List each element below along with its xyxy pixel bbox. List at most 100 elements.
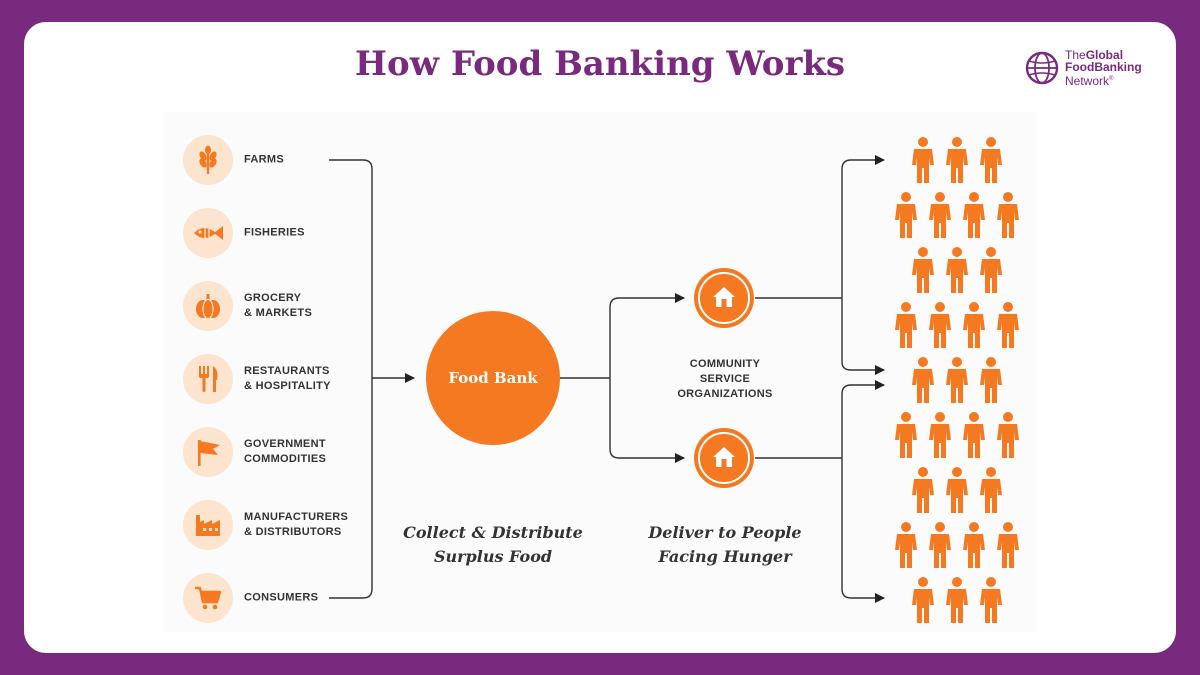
person-icon <box>946 357 968 403</box>
collect-caption-line2: Surplus Food <box>433 547 553 566</box>
community-org-upper <box>694 268 754 328</box>
person-icon <box>929 192 951 238</box>
person-icon <box>963 412 985 458</box>
gfn-logo: TheGlobal FoodBanking Network® <box>1025 49 1175 89</box>
person-icon <box>912 247 934 293</box>
person-icon <box>963 192 985 238</box>
cso-line3: ORGANIZATIONS <box>677 388 773 400</box>
person-icon <box>946 467 968 513</box>
person-icon <box>980 137 1002 183</box>
factory-icon <box>196 515 220 536</box>
person-icon <box>980 467 1002 513</box>
person-icon <box>912 577 934 623</box>
logo-network: Network <box>1065 74 1110 88</box>
person-icon <box>963 522 985 568</box>
house-icon <box>713 287 735 307</box>
community-org-lower <box>694 428 754 488</box>
community-service-label: COMMUNITY SERVICE ORGANIZATIONS <box>655 357 795 402</box>
person-icon <box>895 522 917 568</box>
deliver-caption-line1: Deliver to People <box>648 523 802 542</box>
source-label: FISHERIES <box>244 226 305 241</box>
restaurants-icon-circle <box>183 354 233 404</box>
source-label: GROCERY & MARKETS <box>244 291 312 321</box>
collect-caption-line1: Collect & Distribute <box>403 523 583 542</box>
source-farms: FARMS <box>183 135 373 185</box>
consumers-icon-circle <box>183 573 233 623</box>
farms-connector <box>329 159 373 599</box>
globe-icon <box>1025 51 1059 85</box>
food-bank-out-connector-lower <box>609 378 685 463</box>
logo-registered: ® <box>1109 76 1114 82</box>
person-icon <box>997 192 1019 238</box>
source-label-line2: & DISTRIBUTORS <box>244 526 342 538</box>
fork-knife-icon <box>199 366 218 392</box>
person-icon <box>980 357 1002 403</box>
source-manufacturers: MANUFACTURERS & DISTRIBUTORS <box>183 500 373 550</box>
person-icon <box>912 137 934 183</box>
source-label-line2: & MARKETS <box>244 307 313 319</box>
source-label-line1: FISHERIES <box>244 226 305 239</box>
person-icon <box>946 247 968 293</box>
person-icon <box>929 412 951 458</box>
grocery-icon-circle <box>183 281 233 331</box>
person-icon <box>912 467 934 513</box>
person-icon <box>980 577 1002 623</box>
collect-caption: Collect & Distribute Surplus Food <box>400 521 586 569</box>
person-icon <box>997 522 1019 568</box>
logo-global: Global <box>1085 48 1124 62</box>
cso-upper-connector <box>755 160 884 299</box>
source-label-line1: GROCERY <box>244 292 302 304</box>
shopping-cart-icon <box>195 586 222 610</box>
cso-line1: COMMUNITY <box>689 358 761 370</box>
person-icon <box>912 357 934 403</box>
fish-icon <box>194 226 223 240</box>
cso-lower-connector <box>755 385 884 459</box>
source-grocery: GROCERY & MARKETS <box>183 281 373 331</box>
food-bank-out-connector <box>560 298 684 379</box>
diagram-panel <box>165 112 1035 632</box>
person-icon <box>929 302 951 348</box>
flag-icon <box>198 440 220 466</box>
logo-foodbanking: FoodBanking <box>1065 60 1142 74</box>
deliver-caption: Deliver to People Facing Hunger <box>630 521 820 569</box>
pumpkin-icon <box>196 294 220 320</box>
person-icon <box>963 302 985 348</box>
source-label: CONSUMERS <box>244 591 318 606</box>
person-icon <box>895 192 917 238</box>
person-icon <box>997 412 1019 458</box>
person-icon <box>895 302 917 348</box>
person-icon <box>946 137 968 183</box>
person-icon <box>946 577 968 623</box>
person-icon <box>980 247 1002 293</box>
cso-upper-connector-down <box>841 298 885 375</box>
wheat-icon <box>199 145 217 174</box>
house-icon <box>713 447 735 467</box>
source-label: FARMS <box>244 153 284 168</box>
manufacturers-icon-circle <box>183 500 233 550</box>
logo-the: The <box>1065 48 1086 62</box>
cso-lower-connector-down <box>841 458 885 603</box>
farms-icon-circle <box>183 135 233 185</box>
cso-line2: SERVICE <box>699 373 751 385</box>
person-icon <box>895 412 917 458</box>
people-group <box>895 137 1019 623</box>
source-fisheries: FISHERIES <box>183 208 373 258</box>
source-label-line2: COMMODITIES <box>244 453 327 465</box>
deliver-caption-line2: Facing Hunger <box>658 547 792 566</box>
person-icon <box>929 522 951 568</box>
source-consumers: CONSUMERS <box>183 573 373 623</box>
fisheries-icon-circle <box>183 208 233 258</box>
source-label-line1: FARMS <box>244 153 284 166</box>
source-label-line1: RESTAURANTS <box>244 365 330 377</box>
source-label: RESTAURANTS & HOSPITALITY <box>244 364 331 394</box>
food-bank-label: Food Bank <box>448 369 538 387</box>
source-label: MANUFACTURERS & DISTRIBUTORS <box>244 510 348 540</box>
source-label-line1: CONSUMERS <box>244 591 319 604</box>
source-label-line2: & HOSPITALITY <box>244 380 331 392</box>
food-bank-circle: Food Bank <box>426 311 560 445</box>
source-label-line1: MANUFACTURERS <box>244 511 349 523</box>
logo-text: TheGlobal FoodBanking Network® <box>1065 49 1142 87</box>
